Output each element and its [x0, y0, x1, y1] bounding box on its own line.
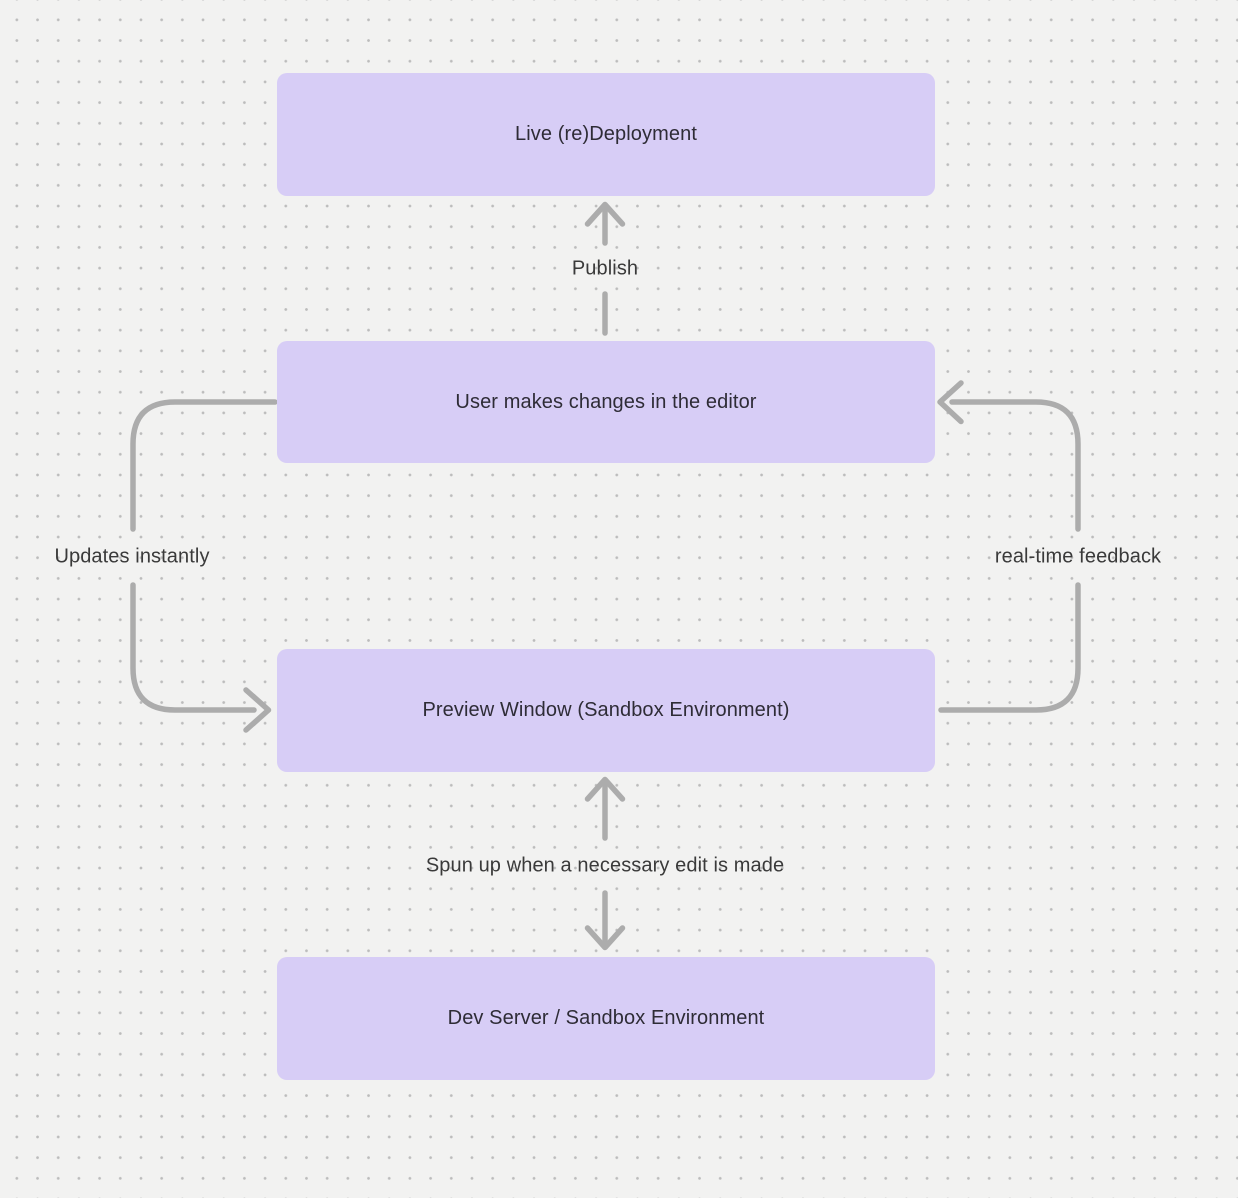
node-live-deployment-label: Live (re)Deployment: [515, 123, 697, 145]
node-dev-server: Dev Server / Sandbox Environment: [277, 957, 935, 1080]
node-preview-window-label: Preview Window (Sandbox Environment): [422, 699, 790, 721]
node-editor: User makes changes in the editor: [277, 341, 935, 463]
edge-label-spun-up: Spun up when a necessary edit is made: [425, 854, 785, 877]
node-preview-window: Preview Window (Sandbox Environment): [277, 649, 935, 772]
node-editor-label: User makes changes in the editor: [455, 390, 757, 413]
node-dev-server-label: Dev Server / Sandbox Environment: [447, 1007, 765, 1029]
node-live-deployment: Live (re)Deployment: [277, 73, 935, 196]
edge-label-updates-instantly: Updates instantly: [54, 545, 210, 568]
edge-label-real-time-feedback: real-time feedback: [994, 545, 1162, 568]
edge-label-publish: Publish: [571, 257, 639, 280]
